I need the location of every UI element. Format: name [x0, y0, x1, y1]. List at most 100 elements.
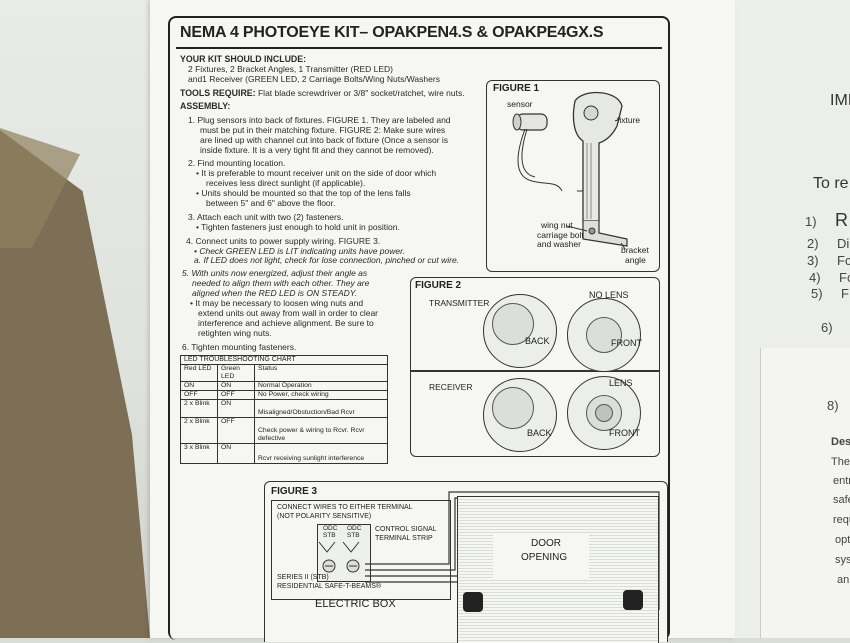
figure-2-label: FIGURE 2	[415, 280, 462, 291]
electric-box	[271, 500, 451, 600]
column-header: Status	[254, 364, 388, 382]
step-5-bullet-cont: extend units out away from wall in order…	[198, 308, 379, 318]
page-title: NEMA 4 PHOTOEYE KIT– OPAKPEN4.S & OPAKPE…	[180, 24, 604, 41]
table-cell: No Power, check wiring	[254, 390, 388, 400]
transmitter-front-view	[567, 298, 641, 372]
table-cell: 2 x Blink	[180, 417, 218, 444]
figure-2: FIGURE 2 TRANSMITTER RECEIVER BACK NO LE…	[410, 277, 660, 457]
terminal-screws	[318, 541, 360, 573]
sensor-label: sensor	[507, 99, 533, 109]
odc-label: ODC	[323, 525, 338, 532]
electric-box-label: ELECTRIC BOX	[315, 598, 396, 610]
right-num-6: 6)	[821, 320, 833, 335]
fixture-label: fixture	[617, 115, 641, 125]
figure-2-divider	[411, 370, 659, 372]
fixture-illustration	[572, 91, 628, 247]
step-4: 4. Connect units to power supply wiring.…	[186, 236, 381, 246]
table-row: 3 x Blink ON Rcvr receiving sunlight int…	[180, 443, 388, 464]
step-5-line: aligned when the RED LED is ON STEADY.	[192, 288, 358, 298]
right-desc-line: syst	[835, 554, 850, 566]
step-5-bullet-cont: retighten wing nuts.	[198, 328, 272, 338]
assembly-heading: ASSEMBLY:	[180, 101, 231, 111]
step-5: 5. With units now energized, adjust thei…	[182, 268, 368, 278]
tools-heading: TOOLS REQUIRE:	[180, 88, 256, 98]
figure-1-label: FIGURE 1	[493, 83, 540, 94]
polarity-note: (NOT POLARITY SENSITIVE)	[277, 513, 372, 520]
step-1: 1. Plug sensors into back of fixtures. F…	[188, 115, 451, 125]
bracket-angle-label: bracket angle	[621, 245, 649, 265]
right-num-8: 8)	[827, 398, 839, 413]
table-cell: ON	[180, 381, 218, 391]
sensor-back-icon	[492, 387, 534, 429]
led-troubleshooting-table: LED TROUBLESHOOTING CHART Red LED Green …	[180, 355, 388, 464]
receiver-front-view	[567, 376, 641, 450]
column-header: Red LED	[180, 364, 218, 382]
back-label: BACK	[527, 428, 552, 438]
front-label: FRONT	[611, 338, 642, 348]
receiver-label: RECEIVER	[429, 382, 473, 392]
table-header-row: Red LED Green LED Status	[180, 364, 388, 382]
no-lens-label: NO LENS	[589, 290, 629, 300]
right-desc-heading: Desc	[831, 436, 850, 448]
sheet-frame	[168, 16, 670, 640]
receiver-back-view	[483, 378, 557, 452]
table-cell: OFF	[217, 390, 255, 400]
odc-label: ODC	[347, 525, 362, 532]
step-4-note: a. If LED does not light, check for lose…	[194, 255, 460, 265]
photoeye-left-icon	[463, 592, 483, 612]
lens-icon	[586, 395, 622, 431]
column-header: Green LED	[217, 364, 255, 382]
opening-label: OPENING	[521, 552, 568, 563]
figure-3: FIGURE 3 CONNECT WIRES TO EITHER TERMINA…	[264, 481, 668, 643]
step-2-bullet: • Units should be mounted so that the to…	[196, 188, 411, 198]
tools-text: Flat blade screwdriver or 3/8" socket/ra…	[257, 88, 465, 98]
step-5-bullet: • It may be necessary to loosen wing nut…	[190, 298, 364, 308]
right-item-1: R	[835, 210, 848, 230]
table-cell: Normal Operation	[254, 381, 388, 391]
table-caption: LED TROUBLESHOOTING CHART	[180, 355, 388, 365]
control-signal-label: CONTROL SIGNAL TERMINAL STRIP	[375, 526, 437, 543]
table-cell: Misaligned/Obstuction/Bad Rcvr	[254, 399, 388, 418]
lens-label: LENS	[609, 378, 633, 388]
title-divider	[176, 47, 662, 49]
right-item-2: Di	[837, 236, 850, 251]
back-label: BACK	[525, 336, 550, 346]
transmitter-back-view	[483, 294, 557, 368]
table-cell: 2 x Blink	[180, 399, 218, 418]
step-1-line: are lined up with channel cut into back …	[200, 135, 449, 145]
right-num-4: 4)	[809, 270, 821, 285]
wing-nut-text: wing nut	[541, 220, 573, 230]
table-cell: Rcvr receiving sunlight interference	[254, 443, 388, 464]
lens-center	[595, 404, 613, 422]
front-label: FRONT	[609, 428, 640, 438]
door-label: DOOR	[531, 538, 561, 549]
right-num-2: 2)	[807, 236, 819, 251]
step-4-bullet: • Check GREEN LED is LIT indicating unit…	[194, 246, 406, 256]
table-cell: OFF	[217, 417, 255, 444]
wing-nut-label: wing nut carriage bolt and washer	[537, 220, 584, 250]
kit-line: and1 Receiver (GREEN LED, 2 Carriage Bol…	[188, 74, 440, 84]
right-desc-line: safe	[833, 494, 850, 506]
table-cell: ON	[217, 381, 255, 391]
sensor-back-icon	[492, 303, 534, 345]
right-desc-line: The	[831, 456, 850, 468]
sensor-illustration	[512, 113, 563, 192]
bracket-text: bracket	[621, 245, 649, 255]
transmitter-label: TRANSMITTER	[429, 298, 490, 308]
table-row: OFF OFF No Power, check wiring	[180, 390, 388, 400]
control-signal-text: CONTROL SIGNAL	[375, 526, 437, 533]
right-item-5: F	[841, 286, 849, 301]
right-heading: IMI	[830, 92, 850, 109]
table-cell: OFF	[180, 390, 218, 400]
right-subheading: To re	[813, 175, 849, 192]
right-num-3: 3)	[807, 253, 819, 268]
table-row: ON ON Normal Operation	[180, 381, 388, 391]
washer-text: and washer	[537, 239, 581, 249]
figure-1-drawing	[512, 91, 628, 250]
step-3: 3. Attach each unit with two (2) fastene…	[188, 212, 344, 222]
step-2: 2. Find mounting location.	[188, 158, 286, 168]
tools-line: TOOLS REQUIRE: Flat blade screwdriver or…	[180, 88, 465, 99]
step-2-bullet-cont: between 5" and 6" above the floor.	[206, 198, 336, 208]
figure-3-label: FIGURE 3	[271, 486, 318, 497]
safe-t-beams-label: RESIDENTIAL SAFE-T-BEAMS®	[277, 583, 382, 590]
